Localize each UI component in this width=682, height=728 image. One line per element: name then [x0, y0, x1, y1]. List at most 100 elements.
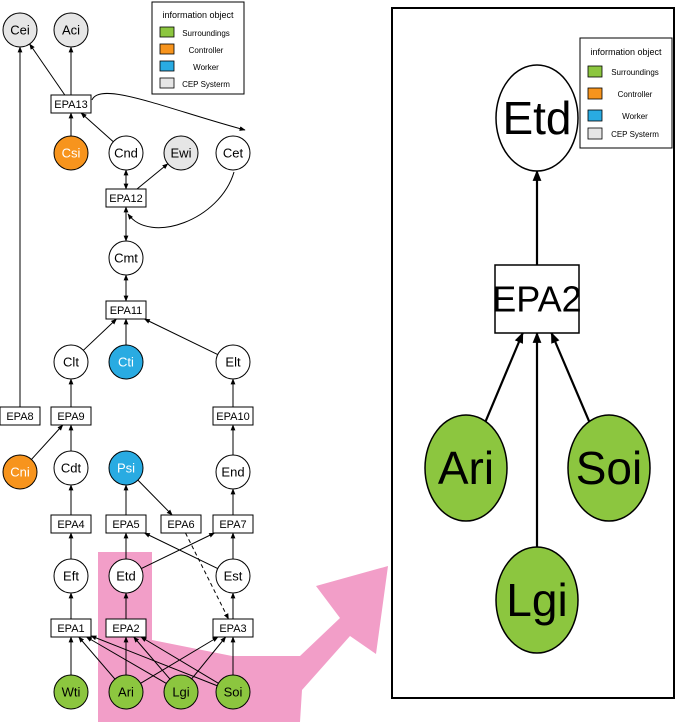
left-box-shape-epa12	[105, 188, 147, 208]
left-label-cti: Cti	[118, 355, 134, 370]
left-node-shape-est	[215, 558, 251, 594]
left-node-shape-clt	[53, 344, 89, 380]
left-epa-box-epa6: EPA6	[160, 514, 202, 534]
left-edge-epa6-to-epa3	[185, 532, 229, 620]
left-node-shape-cti	[108, 344, 144, 380]
right-node-ari: Ari	[424, 414, 508, 522]
left-box-shape-epa2	[105, 618, 147, 638]
left-epa-box-epa5: EPA5	[105, 514, 147, 534]
left-epa-box-epa13: EPA13	[50, 94, 92, 114]
left-epa-box-epa1: EPA1	[50, 618, 92, 638]
left-label-cnd: Cnd	[114, 146, 138, 161]
legend-right: information object Surroundings Controll…	[579, 37, 673, 149]
left-label-epa12: EPA12	[109, 193, 142, 205]
left-box-shape-epa6	[160, 514, 202, 534]
left-node-shape-lgi	[163, 674, 199, 710]
left-node-cet: Cet	[215, 135, 251, 171]
left-edge-lgi-to-epa3	[191, 636, 227, 680]
left-epa-box-epa4: EPA4	[50, 514, 92, 534]
left-label-epa6: EPA6	[167, 519, 194, 531]
left-label-lgi: Lgi	[172, 685, 189, 700]
left-label-epa13: EPA13	[54, 99, 87, 111]
left-box-shape-epa3	[212, 618, 254, 638]
left-node-cni: Cni	[2, 454, 38, 490]
left-node-shape-etd	[108, 558, 144, 594]
legend-swatch	[159, 43, 175, 55]
right-edge-ari-to-epa2	[484, 331, 524, 422]
left-edge-elt-to-epa11	[143, 318, 218, 356]
right-node-shape-ari	[424, 414, 508, 522]
legend-left: information object Surroundings Controll…	[151, 1, 245, 95]
left-node-csi: Csi	[53, 135, 89, 171]
left-node-cmt: Cmt	[108, 240, 144, 276]
right-node-shape-etd	[495, 64, 579, 172]
legend-swatch	[587, 65, 603, 78]
legend-left-row-cep: CEP Systerm	[159, 77, 230, 89]
right-node-soi: Soi	[567, 414, 651, 522]
right-label-lgi: Lgi	[506, 574, 567, 626]
left-label-eft: Eft	[63, 569, 79, 584]
left-edge-est-to-epa5	[143, 532, 218, 570]
legend-left-row-worker: Worker	[159, 60, 219, 72]
left-node-shape-cet	[215, 135, 251, 171]
left-node-ari: Ari	[108, 674, 144, 710]
left-epa-box-epa11: EPA11	[105, 300, 147, 320]
left-label-cdt: Cdt	[61, 461, 82, 476]
left-label-epa8: EPA8	[6, 411, 33, 423]
left-label-ewi: Ewi	[171, 146, 192, 161]
left-node-cti: Cti	[108, 344, 144, 380]
left-label-epa2: EPA2	[112, 623, 139, 635]
left-edge-clt-to-epa11	[83, 318, 117, 351]
left-node-wti: Wti	[53, 674, 89, 710]
left-label-epa3: EPA3	[219, 623, 246, 635]
left-node-clt: Clt	[53, 344, 89, 380]
left-label-wti: Wti	[62, 685, 81, 700]
left-label-aci: Aci	[62, 23, 80, 38]
right-node-etd: Etd	[495, 64, 579, 172]
legend-left-title: information object	[162, 10, 234, 20]
left-label-epa9: EPA9	[57, 411, 84, 423]
left-node-shape-wti	[53, 674, 89, 710]
left-label-soi: Soi	[224, 685, 243, 700]
left-epa-box-epa7: EPA7	[212, 514, 254, 534]
legend-right-title: information object	[590, 47, 662, 57]
left-node-shape-soi	[215, 674, 251, 710]
left-label-clt: Clt	[63, 355, 79, 370]
left-edge-ari-to-epa1	[78, 636, 116, 680]
left-node-shape-psi	[108, 450, 144, 486]
right-label-soi: Soi	[576, 442, 642, 494]
left-label-epa10: EPA10	[216, 411, 249, 423]
left-node-est: Est	[215, 558, 251, 594]
left-node-shape-cdt	[53, 450, 89, 486]
left-box-shape-epa11	[105, 300, 147, 320]
left-node-aci: Aci	[53, 12, 89, 48]
right-label-etd: Etd	[502, 92, 571, 144]
left-epa-box-epa9: EPA9	[50, 406, 92, 426]
left-box-shape-epa1	[50, 618, 92, 638]
left-epa-box-epa3: EPA3	[212, 618, 254, 638]
right-node-lgi: Lgi	[495, 546, 579, 654]
left-node-shape-eft	[53, 558, 89, 594]
left-node-elt: Elt	[215, 344, 251, 380]
legend-right-row-cep: CEP Systerm	[587, 127, 659, 140]
legend-right-row-controller: Controller	[587, 87, 653, 100]
left-box-shape-epa5	[105, 514, 147, 534]
left-epa-box-epa10: EPA10	[212, 406, 254, 426]
legend-swatch	[587, 109, 603, 122]
left-node-shape-ari	[108, 674, 144, 710]
legend-left-label-worker: Worker	[193, 63, 219, 72]
curve-epa13-to-cet	[91, 92, 246, 131]
left-node-shape-cni	[2, 454, 38, 490]
left-node-shape-end	[215, 454, 251, 490]
legend-left-label-controller: Controller	[189, 46, 224, 55]
left-edge-epa13-to-cei	[29, 43, 66, 96]
left-node-lgi: Lgi	[163, 674, 199, 710]
left-epa-box-epa8: EPA8	[0, 406, 41, 426]
left-label-etd: Etd	[116, 569, 136, 584]
left-node-shape-cmt	[108, 240, 144, 276]
right-label-ari: Ari	[438, 442, 494, 494]
left-edge-ari-to-epa3	[140, 636, 219, 684]
